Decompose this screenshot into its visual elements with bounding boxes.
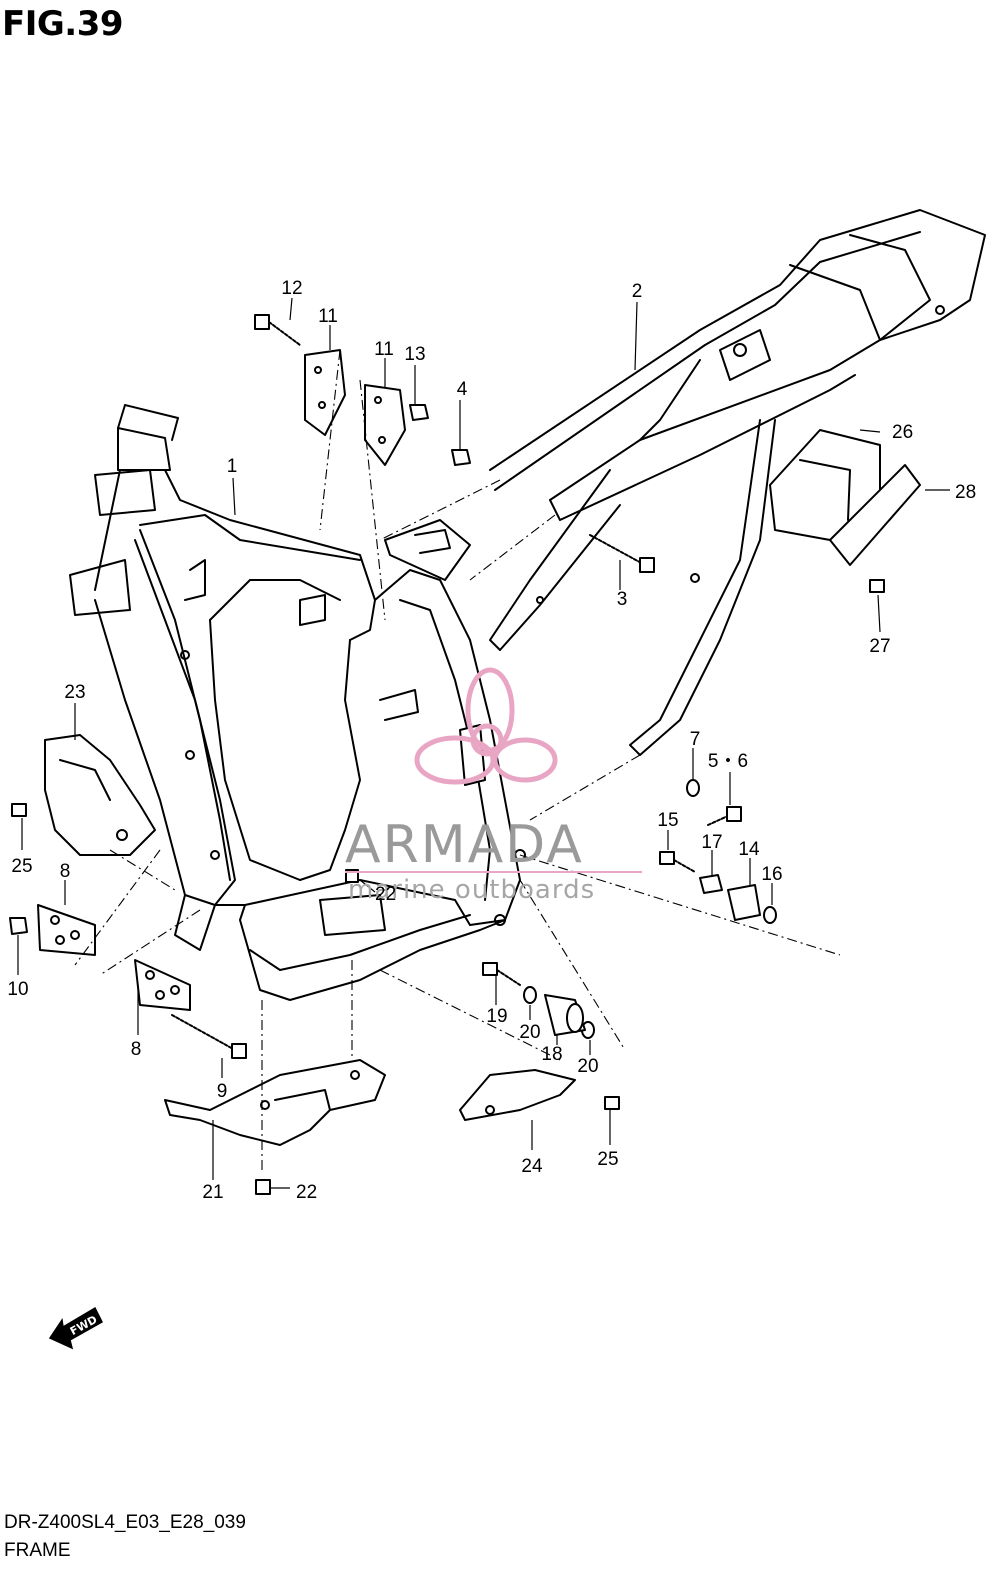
washer-20-left[interactable]: [523, 986, 537, 1004]
callout-12: 12: [281, 278, 302, 299]
engine-bracket-8-lower[interactable]: [134, 959, 191, 1011]
callout-2: 2: [632, 281, 643, 302]
callout-26: 26: [892, 422, 913, 443]
bracket-11-right[interactable]: [364, 384, 406, 466]
figure-title: FIG.39: [2, 4, 124, 44]
callout-7: 7: [690, 729, 701, 750]
callout-17: 17: [701, 832, 722, 853]
watermark: ARMADA marine outboards: [345, 667, 642, 905]
watermark-tagline: marine outboards: [348, 875, 595, 905]
frame-exploded-diagram: ARMADA marine outboards FWD 1 2 3 4 5・6 …: [7, 209, 986, 1350]
callout-20-right: 20: [577, 1056, 598, 1077]
callout-16: 16: [761, 864, 782, 885]
callout-21: 21: [202, 1182, 223, 1203]
bolt-3[interactable]: [589, 534, 655, 573]
forward-arrow: FWD: [48, 1306, 103, 1350]
washer-7[interactable]: [686, 779, 700, 797]
callout-11-left: 11: [318, 306, 338, 327]
callout-labels: 1 2 3 4 5・6 7 8 8 9 10 11 11 12 13 14 15…: [7, 278, 976, 1203]
callout-24: 24: [521, 1156, 543, 1177]
callout-8-upper: 8: [60, 861, 71, 882]
nut-13[interactable]: [409, 404, 429, 421]
bracket-11-left[interactable]: [304, 349, 346, 436]
bolt-19[interactable]: [482, 962, 521, 986]
callout-23: 23: [64, 682, 85, 703]
nut-10[interactable]: [9, 917, 28, 935]
propeller-logo: [414, 667, 558, 785]
callout-4: 4: [457, 379, 468, 400]
bushing-14[interactable]: [727, 884, 761, 921]
callout-15: 15: [657, 810, 678, 831]
footer-figure-name: FRAME: [4, 1540, 71, 1561]
callout-3: 3: [617, 589, 628, 610]
callout-13: 13: [404, 344, 425, 365]
side-cover-24[interactable]: [459, 1069, 576, 1121]
main-frame[interactable]: [69, 404, 526, 1001]
callout-25-right: 25: [597, 1149, 618, 1170]
washer-16[interactable]: [763, 906, 777, 924]
callout-22-lower: 22: [296, 1182, 317, 1203]
footer-drawing-code: DR-Z400SL4_E03_E28_039: [4, 1512, 246, 1533]
collar-17[interactable]: [699, 874, 723, 894]
callout-18: 18: [541, 1044, 562, 1065]
callout-8-lower: 8: [131, 1039, 142, 1060]
top-mount-bracket[interactable]: [384, 519, 471, 581]
screw-25-right[interactable]: [604, 1096, 620, 1110]
bolt-12[interactable]: [254, 314, 301, 346]
callout-25-left: 25: [11, 856, 32, 877]
bolt-22-lower[interactable]: [255, 1179, 271, 1195]
ecm-cover-28[interactable]: [829, 464, 921, 566]
callout-1: 1: [227, 456, 238, 477]
callout-10: 10: [7, 979, 28, 1000]
callout-22-upper: 22: [375, 884, 396, 905]
bolt-9[interactable]: [171, 1014, 247, 1059]
bushing-18[interactable]: [544, 994, 586, 1036]
callout-5-6: 5・6: [708, 751, 748, 772]
frame-guard-23[interactable]: [44, 734, 156, 856]
bolt-5-6[interactable]: [707, 806, 742, 826]
callout-14: 14: [738, 839, 760, 860]
callout-27: 27: [869, 636, 890, 657]
watermark-brand: ARMADA: [345, 815, 584, 875]
bolt-15[interactable]: [659, 851, 696, 873]
leader-lines: [17, 297, 950, 1189]
rear-frame[interactable]: [489, 209, 986, 756]
screw-25-left[interactable]: [11, 803, 27, 817]
engine-bracket-8-upper[interactable]: [37, 904, 96, 956]
callout-9: 9: [217, 1081, 228, 1102]
callout-28: 28: [955, 482, 976, 503]
bolt-27[interactable]: [869, 579, 885, 593]
callout-11-right: 11: [374, 339, 394, 360]
nut-4[interactable]: [451, 449, 471, 466]
callout-20-left: 20: [519, 1022, 540, 1043]
callout-19: 19: [486, 1006, 507, 1027]
